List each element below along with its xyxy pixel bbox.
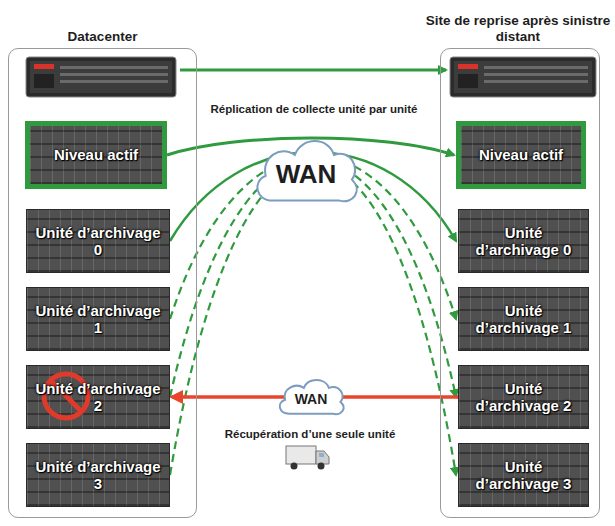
box-label: Unité d’archivage 2: [465, 380, 582, 415]
box-label: Niveau actif: [54, 146, 138, 163]
site-panel: DatacenterNiveau actifUnité d’archivage …: [8, 48, 197, 518]
server-icon: [450, 57, 596, 97]
truck-icon: [286, 446, 329, 470]
annotation-label: Récupération d’une seule unité: [222, 428, 399, 440]
replication-arrow: [180, 69, 446, 72]
server-icon: [26, 57, 176, 97]
site-panel: Site de reprise après sinistre distantNi…: [440, 48, 600, 518]
archive-unit-box: Unité d’archivage 2: [26, 365, 170, 429]
replication-link: [170, 164, 456, 475]
archive-unit-box: Unité d’archivage 3: [458, 443, 589, 507]
wan-cloud: WAN: [275, 376, 347, 418]
label-holder: Réplication de collecte unité par unité: [176, 99, 452, 117]
annotation-label: Réplication de collecte unité par unité: [207, 103, 420, 115]
box-label: Unité d’archivage 3: [465, 458, 582, 493]
archive-unit-box: Unité d’archivage 1: [458, 287, 589, 351]
active-tier-box: Niveau actif: [456, 121, 586, 189]
archive-unit-box: Unité d’archivage 3: [26, 443, 170, 507]
panel-title: Datacenter: [5, 29, 200, 45]
cloud-label: WAN: [295, 391, 328, 407]
box-label: Unité d’archivage 2: [33, 380, 163, 415]
archive-unit-box: Unité d’archivage 0: [26, 209, 170, 273]
box-label: Unité d’archivage 0: [465, 224, 582, 259]
box-label: Unité d’archivage 1: [33, 302, 163, 337]
panel-title: Site de reprise après sinistre distant: [425, 13, 611, 45]
archive-unit-box: Unité d’archivage 2: [458, 365, 589, 429]
active-tier-box: Niveau actif: [25, 121, 167, 189]
box-label: Niveau actif: [479, 146, 563, 163]
label-holder: Récupération d’une seule unité: [190, 424, 430, 442]
box-label: Unité d’archivage 3: [33, 458, 163, 493]
cloud-label: WAN: [276, 159, 337, 190]
archive-unit-box: Unité d’archivage 0: [458, 209, 589, 273]
archive-unit-box: Unité d’archivage 1: [26, 287, 170, 351]
box-label: Unité d’archivage 1: [465, 302, 582, 337]
box-label: Unité d’archivage 0: [33, 224, 163, 259]
wan-cloud: WAN: [250, 134, 362, 208]
